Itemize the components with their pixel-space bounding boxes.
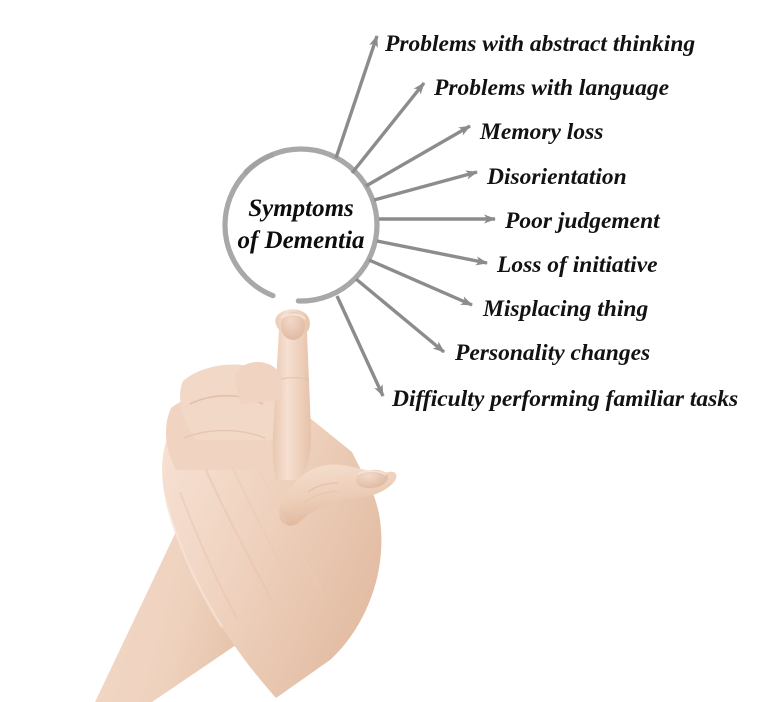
hub-circle-tail bbox=[243, 152, 275, 175]
arrow-memory-loss bbox=[365, 124, 471, 188]
spoke-arrows bbox=[334, 35, 496, 397]
spoke-label-memory-loss: Memory loss bbox=[479, 119, 603, 145]
spoke-label-loss-of-initiative: Loss of initiative bbox=[496, 252, 658, 278]
symptoms-of-dementia-hub: Symptoms of Dementia bbox=[222, 146, 380, 304]
hub-label-line1: Symptoms bbox=[248, 195, 354, 222]
spoke-label-personality-changes: Personality changes bbox=[454, 340, 650, 366]
pointing-hand-photo bbox=[95, 309, 397, 702]
arrow-difficulty-performing-familiar-tasks bbox=[335, 295, 385, 397]
hub-circle-outline bbox=[222, 146, 380, 304]
spoke-labels: Problems with abstract thinking Problems… bbox=[384, 31, 738, 412]
spoke-label-disorientation: Disorientation bbox=[486, 164, 627, 190]
arrow-problems-with-language bbox=[350, 81, 426, 175]
spoke-label-problems-with-language: Problems with language bbox=[433, 75, 669, 101]
arrow-misplacing-thing bbox=[368, 258, 473, 307]
arrow-loss-of-initiative bbox=[376, 239, 488, 266]
hub-label-line2: of Dementia bbox=[237, 227, 364, 254]
arrow-problems-with-abstract-thinking bbox=[334, 35, 379, 159]
spoke-label-difficulty-performing-familiar-tasks: Difficulty performing familiar tasks bbox=[391, 386, 738, 412]
arrow-personality-changes bbox=[354, 277, 446, 354]
spoke-label-poor-judgement: Poor judgement bbox=[504, 208, 661, 234]
spoke-label-misplacing-thing: Misplacing thing bbox=[482, 296, 648, 322]
spoke-label-problems-with-abstract-thinking: Problems with abstract thinking bbox=[384, 31, 695, 57]
arrow-disorientation bbox=[373, 170, 478, 202]
